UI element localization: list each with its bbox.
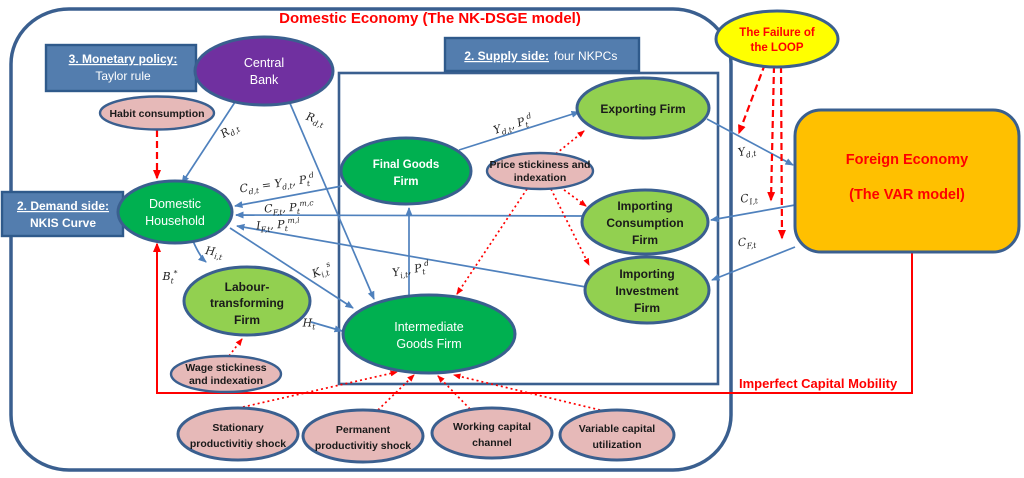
node-importing-consumption-firm-label: Firm [632,233,658,247]
node-intermediate-goods-firm-label: Goods Firm [396,337,461,351]
arrow-loop-to-export-flow [737,63,767,135]
node-variable-capital-utilization-label: utilization [593,439,642,451]
node-final-goods-firm-label: Firm [394,176,419,188]
edge-label-hours-supplied: Hi,t [204,243,223,263]
node-working-capital-channel-label: Working capital [453,421,531,433]
arrow-centralbank-to-household [181,98,238,184]
node-intermediate-goods-firm [341,293,517,375]
arrow-importconsumption-to-household [235,211,584,219]
node-domestic-household-label: Household [145,214,205,228]
edge-label-imported-investment: IF,t, Ptm,i [255,215,300,235]
node-variable-capital-utilization-label: Variable capital [579,423,656,435]
arrow-centralbank-to-intermediate [288,100,375,300]
arrow-variablecapital-to-intermediate [453,373,601,411]
node-wage-stickiness [169,354,283,394]
node-central-bank-label: Central [244,56,284,70]
node-exporting-firm [575,76,711,140]
monetary-policy-header-line2: Taylor rule [95,69,151,83]
node-foreign-economy-label: (The VAR model) [849,187,965,203]
node-wage-stickiness-label: Wage stickiness [185,362,266,374]
imperfect-capital-mobility-label: Imperfect Capital Mobility [739,376,898,391]
node-labour-transforming-firm-label: Labour- [225,280,270,294]
node-failure-of-loop-label: The Failure of [739,27,815,39]
node-importing-investment-firm-label: Investment [615,284,678,298]
edge-label-consumption-imports: CI,t [739,191,759,207]
node-importing-consumption-firm-label: Consumption [606,216,683,230]
node-foreign-economy-label: Foreign Economy [846,152,968,168]
node-stationary-productivity-shock [176,406,300,462]
node-central-bank [193,35,335,107]
arrow-permanentshock-to-intermediate [377,374,415,411]
node-labour-transforming-firm-label: transforming [210,296,284,310]
node-price-stickiness-label: Price stickiness and [490,159,591,171]
node-intermediate-goods-firm-label: Intermediate [394,320,464,334]
arrow-wagestickiness-to-labour [228,338,243,357]
arrow-labour-to-intermediate [310,321,343,333]
edge-label-transformed-hours: Ht [302,316,316,332]
node-failure-of-loop-label: the LOOP [750,42,803,54]
supply-side-box [337,71,720,386]
node-foreign-economy [793,108,1021,254]
arrow-pricestickiness-to-importinvestment [550,188,590,266]
arrow-household-to-labour [192,240,207,263]
node-wage-stickiness-label: and indexation [189,375,263,387]
arrow-finalgoods-to-exporting [458,110,580,151]
node-importing-investment-firm [583,255,711,325]
arrow-household-capital-to-intermediate [229,227,354,309]
monetary-policy-header-line1: 3. Monetary policy: [69,52,178,66]
node-price-stickiness [485,151,595,191]
node-domestic-household [116,179,234,245]
domestic-economy-boundary [9,7,733,472]
arrow-exporting-to-foreign [706,118,794,166]
demand-side-header-box [0,190,125,238]
node-central-bank-label: Bank [250,73,279,87]
node-final-goods-firm [339,136,473,206]
node-working-capital-channel-label: channel [472,437,512,449]
arrow-loop-to-consumption-flow [767,65,776,202]
node-price-stickiness-label: indexation [514,172,567,184]
node-exporting-firm-label: Exporting Firm [600,102,685,116]
node-working-capital-channel [430,406,554,460]
supply-side-header-strong: 2. Supply side: [464,49,549,63]
node-labour-transforming-firm-label: Firm [234,313,260,327]
node-failure-of-loop [714,9,840,69]
arrow-pricestickiness-to-exporting [551,130,585,158]
supply-side-header-rest: four NKPCs [554,49,617,63]
node-labour-transforming-firm [182,265,312,337]
node-permanent-productivity-shock-label: Permanent [336,424,391,436]
node-stationary-productivity-shock-label: Stationary [212,422,264,434]
node-final-goods-firm-label: Final Goods [373,159,439,171]
edge-label-investment-imports: CF,t [737,235,757,251]
node-permanent-productivity-shock-label: productivitiy shock [315,440,411,452]
arrow-stationaryshock-to-intermediate [242,370,398,408]
node-importing-consumption-firm-label: Importing [617,199,672,213]
capital-mobility-line [153,242,913,394]
node-habit-consumption [98,95,216,131]
edge-label-foreign-bonds: Bt* [162,268,178,286]
supply-side-header-box [443,36,641,73]
arrow-foreign-to-importconsumption [710,204,796,223]
node-permanent-productivity-shock [301,408,425,464]
demand-side-header-line1: 2. Demand side: [17,199,109,213]
demand-side-header-line2: NKIS Curve [30,216,96,230]
node-importing-investment-firm-label: Firm [634,301,660,315]
node-domestic-household-label: Domestic [149,197,201,211]
arrow-foreign-to-importinvestment [711,246,796,281]
node-importing-investment-firm-label: Importing [619,267,674,281]
diagram-title: Domestic Economy (The NK-DSGE model) [279,10,581,27]
arrow-pricestickiness-to-intermediate [456,188,528,295]
node-stationary-productivity-shock-label: productivitiy shock [190,438,286,450]
node-habit-consumption-label: Habit consumption [109,108,204,120]
arrow-importinvestment-to-household [236,223,587,288]
node-variable-capital-utilization [558,408,676,462]
edge-label-imported-consumption: CF,t, Ptm,c [263,198,314,218]
arrow-finalgoods-to-household [234,185,343,209]
arrow-loop-to-investment-flow [777,65,786,240]
node-importing-consumption-firm [580,188,710,256]
